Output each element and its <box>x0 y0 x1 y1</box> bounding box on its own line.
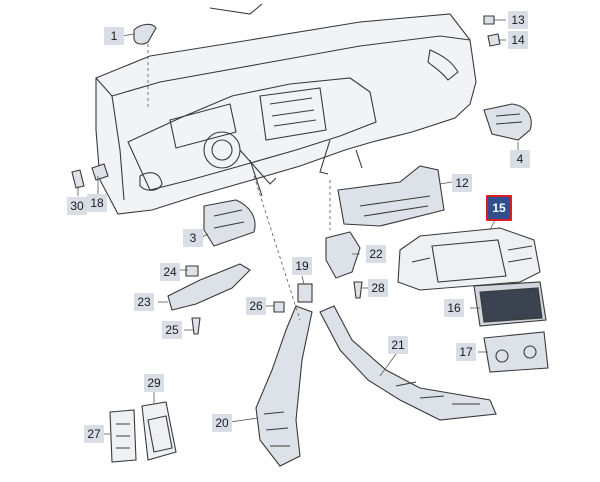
screw-25 <box>191 317 201 335</box>
callout-3[interactable]: 3 <box>183 229 203 247</box>
vent-1 <box>133 23 157 45</box>
callout-27[interactable]: 27 <box>84 425 104 443</box>
callout-15[interactable]: 15 <box>486 195 512 221</box>
callout-24[interactable]: 24 <box>160 263 180 281</box>
callout-18[interactable]: 18 <box>87 194 107 212</box>
duct-23 <box>167 263 251 311</box>
panel-12 <box>337 165 445 227</box>
climate-panel-17 <box>483 331 549 373</box>
callout-23[interactable]: 23 <box>134 293 154 311</box>
callout-28[interactable]: 28 <box>368 279 388 297</box>
callout-19[interactable]: 19 <box>292 257 312 275</box>
callout-25[interactable]: 25 <box>162 321 182 339</box>
callout-13[interactable]: 13 <box>508 11 528 29</box>
clip-19 <box>297 283 313 303</box>
vent-3 <box>203 199 256 247</box>
callout-20[interactable]: 20 <box>212 414 232 432</box>
callout-21[interactable]: 21 <box>388 336 408 354</box>
callout-4[interactable]: 4 <box>510 150 530 168</box>
cover-29 <box>141 401 177 461</box>
duct-20 <box>255 305 313 467</box>
trim-15 <box>397 227 541 291</box>
callout-12[interactable]: 12 <box>452 174 472 192</box>
callout-30[interactable]: 30 <box>67 197 87 215</box>
callout-14[interactable]: 14 <box>508 31 528 49</box>
clip-30 <box>71 169 85 189</box>
callout-22[interactable]: 22 <box>366 245 386 263</box>
clip-18 <box>91 163 109 181</box>
callout-26[interactable]: 26 <box>246 297 266 315</box>
callout-29[interactable]: 29 <box>144 374 164 392</box>
vent-4 <box>483 103 532 141</box>
callout-17[interactable]: 17 <box>456 343 476 361</box>
callout-16[interactable]: 16 <box>444 299 464 317</box>
clip-24 <box>185 265 199 277</box>
clip-14 <box>487 33 501 47</box>
duct-21 <box>319 305 497 421</box>
clip-26 <box>273 301 285 313</box>
callout-1[interactable]: 1 <box>104 27 124 45</box>
duct-22 <box>325 231 361 279</box>
clip-13 <box>483 15 495 25</box>
screw-28 <box>353 281 363 299</box>
